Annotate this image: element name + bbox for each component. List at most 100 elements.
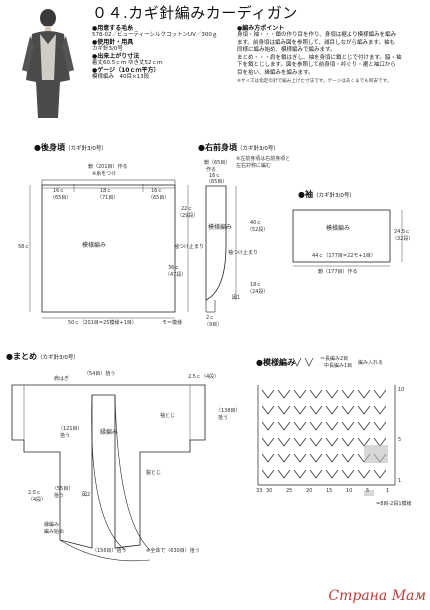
- assembly-start: 縁編み: [44, 522, 60, 528]
- assembly-outline: [11, 384, 206, 549]
- stitch-col33: 33: [256, 488, 263, 494]
- sleeve-height: 24.5ｃ: [394, 229, 411, 235]
- assembly-left-pickup-b: 拾う: [54, 493, 65, 499]
- tools-heading: ●使用針・用具: [92, 39, 134, 46]
- back-body-len: 36ｃ: [168, 265, 180, 271]
- stitch-heading: ●模様編み: [256, 358, 295, 367]
- front-height-b: （52段）: [247, 227, 269, 233]
- repeat-legend-swatch: [364, 490, 374, 496]
- stitch-col1: 1: [386, 488, 390, 494]
- assembly-cuff-pickup: （138目）: [216, 408, 241, 414]
- stitch-repeat: =8目-2段1模様: [376, 501, 412, 507]
- back-seg3: 16ｃ: [151, 188, 163, 194]
- front-pattern: 模様編み: [208, 224, 233, 231]
- watermark: Страна Мам: [328, 588, 426, 604]
- assembly-shoulder: 肩はぎ: [54, 376, 70, 382]
- stitch-row1: 1: [398, 478, 402, 484]
- front-lower-b: （24段）: [247, 289, 269, 295]
- assembly-heading: ●まとめ（カギ針3/0号）: [6, 352, 79, 361]
- front-top: 16ｃ: [209, 173, 221, 179]
- notes-line: ます。前身頃は編み図を参照して、減目しながら編みます。袖も: [237, 39, 395, 46]
- assembly-pickup-left-b: 拾う: [60, 433, 71, 439]
- front-body-outline: [205, 185, 227, 301]
- front-lower: 18ｃ: [250, 282, 262, 288]
- back-seg3b: （65目）: [148, 195, 170, 201]
- notes-line: 身頃・袖・・・鎖の作り目を作り、身頃は裾より模様編みを編み: [237, 32, 397, 38]
- yarn-value: 578-02／ビューティーシルクコットンUV／300ｇ: [92, 32, 218, 38]
- gauge-heading: ●ゲージ（10ｃｍ平方）: [92, 67, 160, 74]
- back-body-outline: [41, 184, 176, 313]
- repeat-highlight: [364, 445, 388, 463]
- back-top-count: 鎖（201目）作る: [88, 164, 128, 170]
- sleeve-outline: [292, 209, 391, 263]
- tools-value: カギ針3/0号: [92, 46, 123, 52]
- stitch-legend-tail: 編み入れる: [358, 360, 384, 366]
- sleeve-inner: 44ｃ（177目=22モ+1目）: [312, 253, 376, 259]
- front-heading: ●右前身頃（カギ針3/0号）: [198, 143, 279, 152]
- assembly-total: ※全体で（630目）拾う: [146, 548, 200, 554]
- assembly-side-join: 脇とじ: [146, 470, 162, 476]
- back-seg2: 18ｃ: [100, 188, 112, 194]
- assembly-border: 縁編み: [100, 429, 119, 436]
- notes-line: 下を鎖とじします。図を参照して前身頃・衿ぐり・裾と袖口から: [237, 62, 396, 69]
- assembly-left-cuff-b: （4段）: [28, 497, 47, 503]
- assembly-pickup-left: （121目）: [58, 426, 83, 432]
- front-chain: 鎖（65目）: [204, 160, 231, 166]
- assembly-cuff-pickup-b: 拾う: [218, 415, 229, 421]
- stitch-col25: 25: [286, 488, 293, 494]
- stitch-legend-text: ＝長編み2目: [320, 356, 349, 362]
- stitch-row5: 5: [398, 437, 402, 443]
- notes-heading: ●編み方ポイント: [237, 25, 285, 32]
- notes-line: まとめ・・・肩を鎖はぎし、袖を身頃に鎖とじで付けます。脇・袖: [237, 54, 402, 61]
- front-top-b: （65目）: [206, 179, 228, 185]
- front-height: 40ｃ: [250, 220, 262, 226]
- front-bottom: 2ｃ: [206, 315, 215, 321]
- back-bottom: 50ｃ（201目=25模様+1目）: [68, 320, 137, 326]
- front-bottom-b: （9目）: [204, 322, 223, 328]
- stitch-col30: 30: [266, 488, 273, 494]
- front-diagram: 図1: [232, 295, 241, 301]
- gauge-value: 模様編み 40目×13段: [92, 74, 150, 80]
- sleeve-pattern: 模様編み: [326, 225, 351, 232]
- size-value: 着丈60.5ｃｍ ゆき丈52ｃｍ: [92, 60, 163, 66]
- yarn-heading: ●用意する毛糸: [92, 25, 134, 32]
- notes-line: 同様に編み始め、模様編みで編みます。: [237, 47, 336, 54]
- stitch-col5: 5: [366, 488, 370, 494]
- back-armhole-b: （29段）: [177, 213, 199, 219]
- back-seg1: 16ｃ: [53, 188, 65, 194]
- assembly-cuff: 2.5ｃ（4段）: [188, 374, 220, 380]
- front-note1: ※左前身頃は右前身頃と: [236, 156, 291, 162]
- notes-line: 目を拾い、縁編みを編みます。: [237, 69, 314, 76]
- front-chain-b: 作る: [206, 167, 217, 173]
- page-title: ０４.カギ針編みカーディガン: [92, 4, 298, 22]
- back-pattern: 模様編み: [82, 242, 107, 249]
- assembly-left-cuff: 2.5ｃ: [28, 490, 41, 496]
- assembly-bottom-pickup: （156目）拾う: [92, 548, 127, 554]
- back-body-len-b: （47段）: [165, 272, 187, 278]
- size-heading: ●出来上がり寸法: [92, 53, 140, 60]
- back-seg2b: （71目）: [97, 195, 119, 201]
- back-seg1b: （65目）: [50, 195, 72, 201]
- stitch-row10: 10: [398, 387, 405, 393]
- sleeve-heading: ●袖（カギ針3/0号）: [298, 190, 355, 199]
- model-photo-image: [22, 9, 74, 118]
- back-top-direction: ※糸をつけ: [92, 171, 117, 177]
- back-heading: ●後身頃（カギ針3/0号）: [34, 143, 107, 152]
- assembly-pickup-top: （54目）拾う: [84, 371, 116, 377]
- stitch-chart-marks: [257, 385, 396, 486]
- back-sleeve-pos: 袖つけ止まり: [174, 244, 205, 250]
- back-armhole: 22ｃ: [181, 206, 193, 212]
- stitch-col15: 15: [326, 488, 333, 494]
- assembly-diagram: 図2: [82, 492, 91, 498]
- front-sleeve-pos: 袖つけ止まり: [228, 250, 259, 256]
- notes-footnote: ※サイズは指定の針で編み上げた寸法です。ゲージはあくまでも目安です。: [237, 78, 392, 84]
- stitch-col20: 20: [306, 488, 313, 494]
- assembly-start-b: 編み始め: [44, 529, 65, 535]
- sleeve-height-b: （32段）: [392, 236, 414, 242]
- model-photo: [0, 0, 86, 120]
- materials-block: ●用意する毛糸 578-02／ビューティーシルクコットンUV／300ｇ ●使用針…: [92, 25, 232, 81]
- stitch-col10: 10: [346, 488, 353, 494]
- legend-stitch-symbols: [292, 357, 314, 367]
- assembly-left-pickup: （55目）: [52, 486, 74, 492]
